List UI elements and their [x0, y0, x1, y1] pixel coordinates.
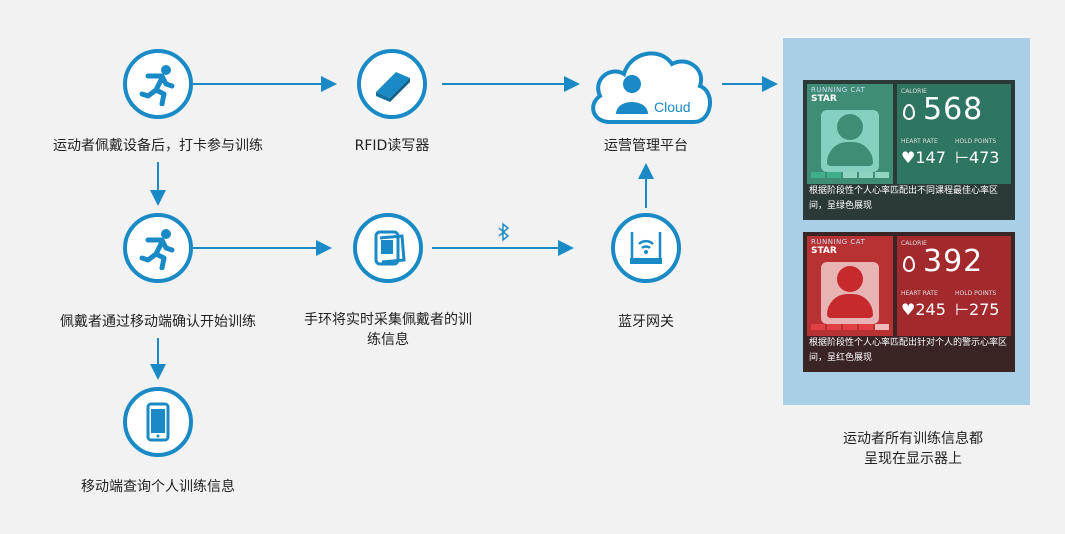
band-node — [353, 213, 423, 283]
card-description: 根据阶段性个人心率匹配出针对个人的警示心率区间，呈红色展现 — [809, 338, 1008, 363]
runner-icon — [139, 65, 175, 106]
runner-icon — [139, 229, 175, 270]
heart-zone-bars — [807, 324, 893, 332]
cloud-text: Cloud — [654, 99, 691, 115]
display-panel: RUNNING CAT STAR CALORIE 568 HEART RATE … — [783, 38, 1030, 405]
calorie-value: 568 — [923, 92, 984, 127]
display-card-red: RUNNING CAT STAR CALORIE 392 HEART RATE … — [803, 232, 1015, 372]
flame-icon — [903, 104, 915, 120]
checkin-node — [123, 49, 193, 119]
cloud-user-icon: Cloud — [591, 51, 713, 124]
heart-zone-bars — [807, 172, 893, 180]
confirm-label: 佩戴者通过移动端确认开始训练 — [60, 314, 256, 330]
heart-rate-value: ♥245 — [901, 300, 946, 319]
cloud-node: Cloud — [586, 42, 718, 132]
stats-panel: CALORIE 568 HEART RATE HOLD POINTS ♥147 … — [897, 84, 1011, 184]
smartphone-icon — [146, 402, 170, 442]
bluetooth-icon — [498, 222, 510, 242]
mobile-node — [123, 387, 193, 457]
confirm-node — [123, 213, 193, 283]
avatar: RUNNING CAT STAR — [807, 236, 893, 336]
gateway-label: 蓝牙网关 — [618, 314, 674, 330]
points-value: ⊢275 — [955, 300, 1000, 319]
platform-label: 运营管理平台 — [604, 138, 688, 154]
wristband-icon — [374, 230, 406, 266]
calorie-value: 392 — [923, 244, 984, 279]
display-card-green: RUNNING CAT STAR CALORIE 568 HEART RATE … — [803, 80, 1015, 220]
heart-rate-value: ♥147 — [901, 148, 946, 167]
stats-panel: CALORIE 392 HEART RATE HOLD POINTS ♥245 … — [897, 236, 1011, 336]
rfid-reader-icon — [376, 72, 410, 102]
mobile-label: 移动端查询个人训练信息 — [81, 479, 235, 495]
router-icon — [630, 232, 662, 264]
card-description: 根据阶段性个人心率匹配出不同课程最佳心率区间，呈绿色展现 — [809, 186, 999, 211]
avatar: RUNNING CAT STAR — [807, 84, 893, 184]
points-value: ⊢473 — [955, 148, 1000, 167]
checkin-label: 运动者佩戴设备后，打卡参与训练 — [53, 138, 263, 154]
flame-icon — [903, 256, 915, 272]
rfid-label: RFID读写器 — [354, 138, 430, 154]
rfid-node — [357, 49, 427, 119]
gateway-node — [611, 213, 681, 283]
display-caption: 运动者所有训练信息都呈现在显示器上 — [843, 431, 983, 467]
band-label: 手环将实时采集佩戴者的训练信息 — [304, 312, 472, 348]
